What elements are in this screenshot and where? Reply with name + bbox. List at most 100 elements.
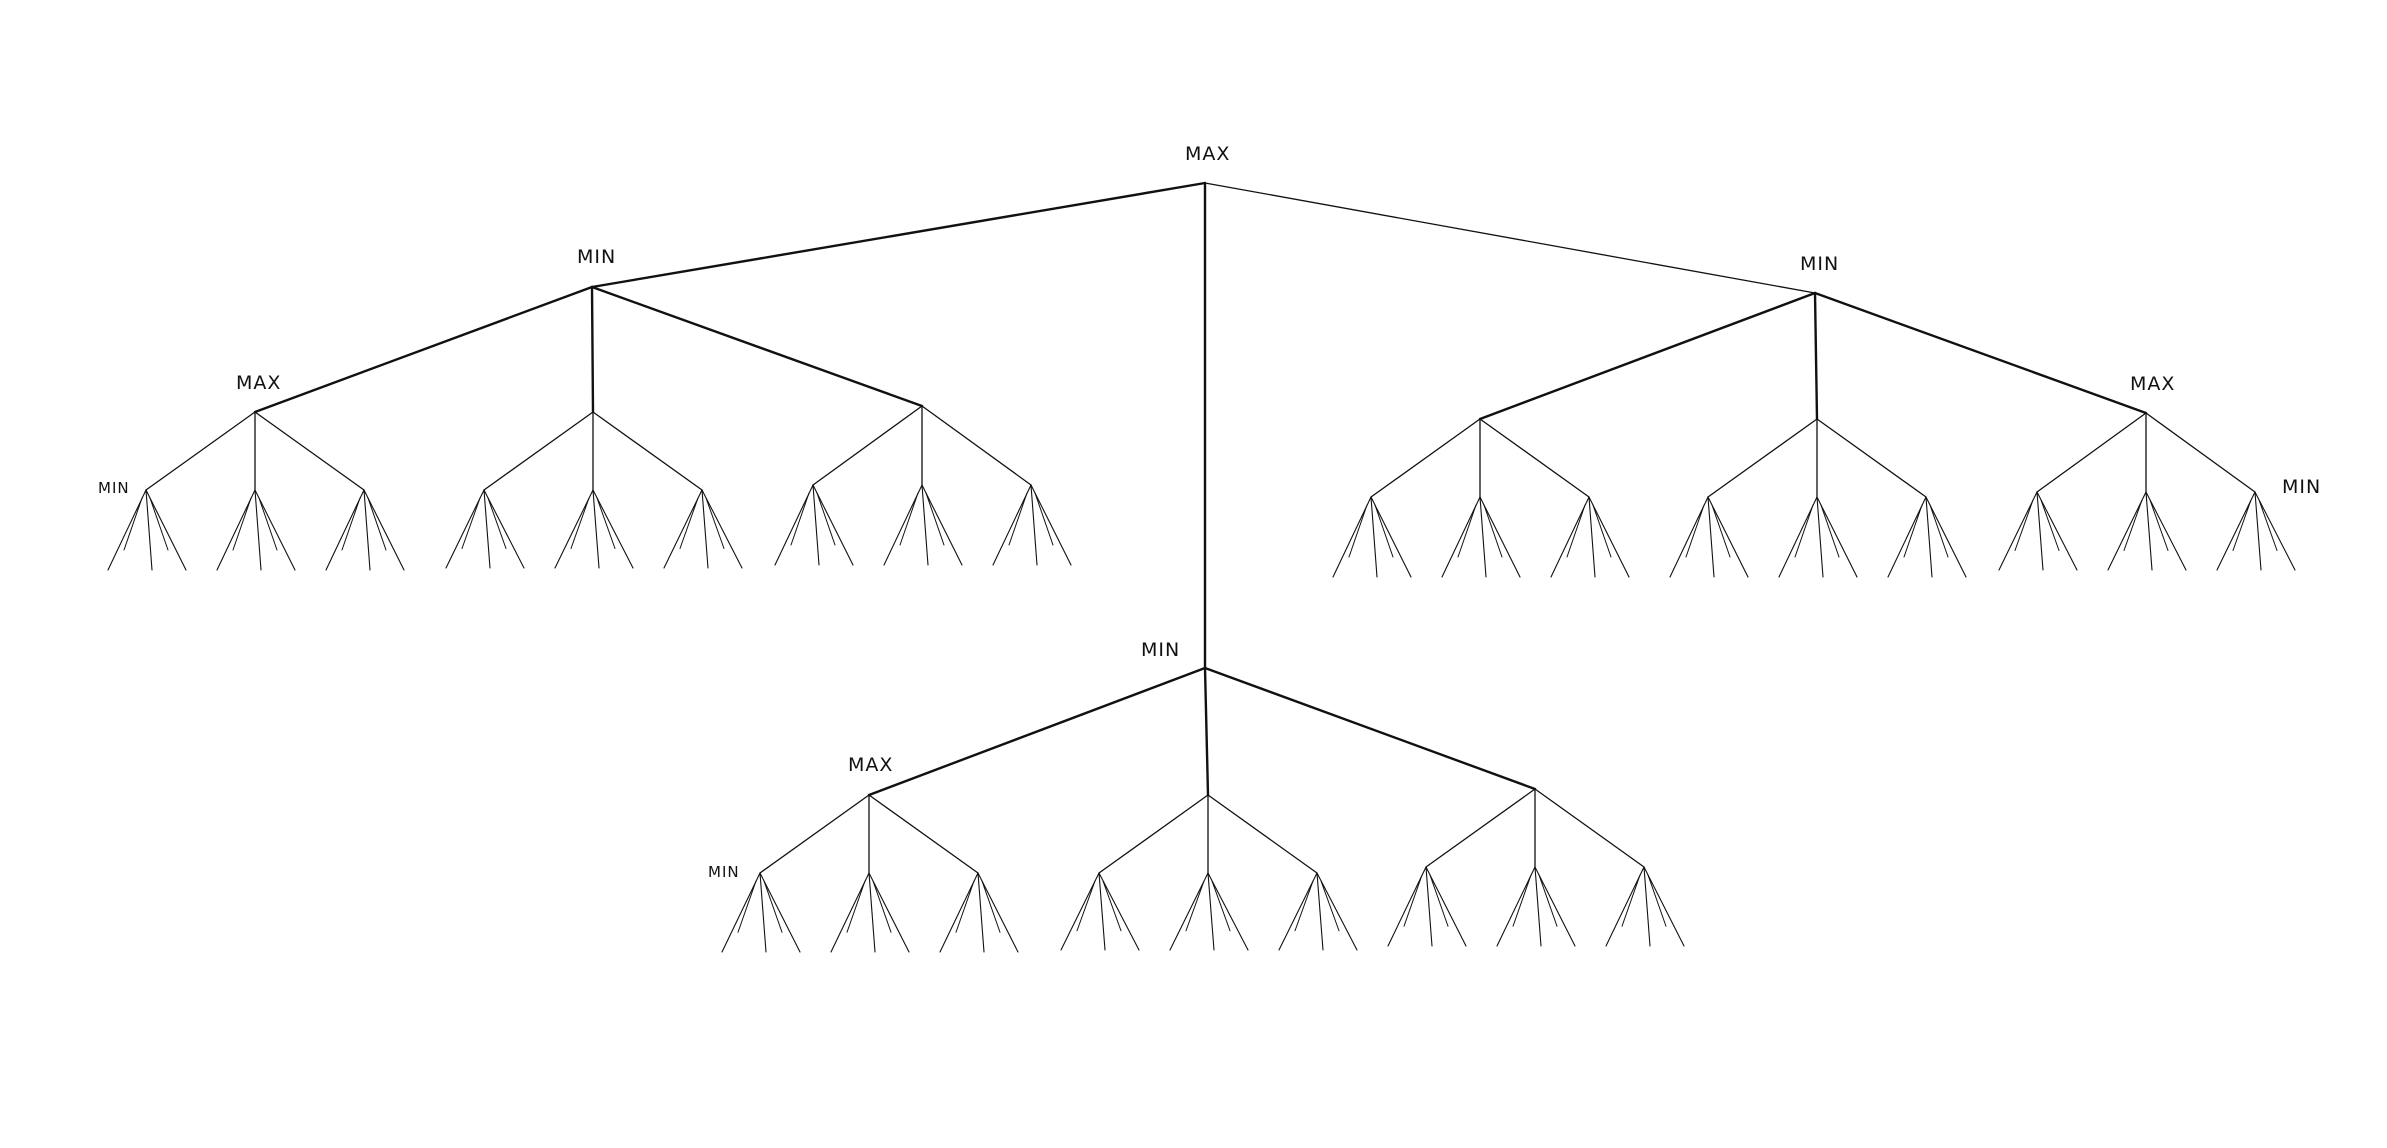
center-min-edge bbox=[1203, 666, 1537, 791]
center-min-max2-min2-leaf-edge bbox=[1207, 872, 1215, 951]
root-edge bbox=[1204, 182, 1816, 294]
center-min-max1-edge bbox=[759, 794, 870, 874]
right-min-max1-min2-leaf-edge bbox=[1479, 496, 1487, 578]
right-min-max3-min1-leaf-edge bbox=[2036, 491, 2078, 571]
right-min-max2-min1-leaf-edge bbox=[1707, 496, 1749, 578]
left-min-max2-min3-leaf-edge bbox=[705, 497, 725, 549]
right-min-max3-min1-leaf-edge bbox=[2040, 499, 2060, 551]
left-min-max2-min1-leaf-edge bbox=[445, 489, 485, 569]
left-min-max2-min2-leaf-edge bbox=[592, 489, 600, 569]
center-max-label: MAX bbox=[848, 754, 893, 776]
center-min-max3-min3-leaf-edge bbox=[1647, 874, 1667, 927]
center-min-max1-min1-leaf-edge bbox=[737, 880, 757, 933]
left-min-max2-min1-leaf-edge bbox=[461, 497, 481, 549]
right-min-max1-min1-leaf-edge bbox=[1370, 496, 1378, 578]
left-min-max3-edge bbox=[921, 405, 1032, 486]
center-min-max2-min1-leaf-edge bbox=[1102, 880, 1122, 932]
center-min-max3-min3-leaf-edge bbox=[1643, 866, 1651, 947]
center-min-max3-min3-leaf-edge bbox=[1621, 874, 1641, 927]
right-min-max2-min2-leaf-edge bbox=[1794, 504, 1814, 558]
right-min-max1-min2-leaf-edge bbox=[1483, 504, 1503, 558]
right-min-max1-min3-leaf-edge bbox=[1588, 496, 1596, 578]
right-min-max1-min1-leaf-edge bbox=[1370, 496, 1412, 578]
center-min-max1-min3-leaf-edge bbox=[981, 880, 1001, 933]
right-min-max3-min2-leaf-edge bbox=[2107, 491, 2147, 571]
right-min-max3-min3-leaf-edge bbox=[2254, 491, 2262, 571]
root-max-label: MAX bbox=[1185, 143, 1230, 165]
right-min-max2-min3-leaf-edge bbox=[1929, 504, 1949, 558]
left-min-max2-min2-leaf-edge bbox=[570, 497, 590, 549]
left-min-max3-min1-leaf-edge bbox=[790, 492, 810, 546]
center-min-max2-min3-leaf-edge bbox=[1320, 880, 1340, 932]
left-min-max1-min2-leaf-edge bbox=[258, 497, 278, 551]
left-min-max1-min3-leaf-edge bbox=[367, 497, 387, 551]
left-min-max2-edge bbox=[592, 411, 703, 491]
left-min-edge bbox=[590, 285, 924, 408]
left-min-max1-edge bbox=[145, 411, 256, 491]
right-min-max2-min1-leaf-edge bbox=[1711, 504, 1731, 558]
center-min-max2-edge bbox=[1207, 794, 1318, 874]
center-leaf-min-label: MIN bbox=[708, 863, 740, 881]
right-min-label: MIN bbox=[1800, 253, 1839, 275]
right-min-edge bbox=[1813, 291, 2148, 415]
right-min-max2-min3-leaf-edge bbox=[1925, 496, 1967, 578]
right-min-max1-min3-leaf-edge bbox=[1566, 504, 1586, 558]
right-min-max2-edge bbox=[1816, 418, 1927, 498]
left-min-max3-min2-leaf-edge bbox=[899, 492, 919, 546]
right-min-max1-min1-leaf-edge bbox=[1374, 504, 1394, 558]
center-min-max3-min1-leaf-edge bbox=[1425, 866, 1467, 947]
left-min-max2-min3-leaf-edge bbox=[679, 497, 699, 549]
right-min-max3-min2-leaf-edge bbox=[2123, 499, 2143, 551]
right-max-label: MAX bbox=[2130, 373, 2175, 395]
left-min-edge bbox=[253, 285, 594, 414]
center-min-max2-min3-leaf-edge bbox=[1278, 872, 1318, 951]
left-min-max3-min1-leaf-edge bbox=[812, 484, 854, 566]
center-min-max2-min1-leaf-edge bbox=[1098, 872, 1106, 951]
right-min-max1-min2-leaf-edge bbox=[1457, 504, 1477, 558]
right-min-max2-edge bbox=[1707, 418, 1818, 498]
left-min-max3-min2-leaf-edge bbox=[921, 484, 929, 566]
left-min-label: MIN bbox=[577, 246, 616, 268]
left-min-max2-min3-leaf-edge bbox=[701, 489, 709, 569]
right-min-max3-min1-leaf-edge bbox=[2014, 499, 2034, 551]
center-min-max2-min2-leaf-edge bbox=[1211, 880, 1231, 932]
right-min-max3-min2-leaf-edge bbox=[2149, 499, 2169, 551]
left-min-max2-min2-leaf-edge bbox=[596, 497, 616, 549]
center-min-max1-min1-leaf-edge bbox=[759, 872, 801, 953]
left-min-max2-min2-leaf-edge bbox=[592, 489, 634, 569]
center-min-max2-min3-leaf-edge bbox=[1294, 880, 1314, 932]
left-min-max3-min3-leaf-edge bbox=[1030, 484, 1072, 566]
left-min-max1-min2-leaf-edge bbox=[254, 489, 262, 571]
left-min-max3-min2-leaf-edge bbox=[925, 492, 945, 546]
right-min-max2-min3-leaf-edge bbox=[1925, 496, 1933, 578]
center-min-max1-min3-leaf-edge bbox=[955, 880, 975, 933]
center-min-max1-min1-leaf-edge bbox=[763, 880, 783, 933]
right-min-max1-min2-leaf-edge bbox=[1479, 496, 1521, 578]
right-min-max3-min3-leaf-edge bbox=[2258, 499, 2278, 551]
left-min-max1-min1-leaf-edge bbox=[145, 489, 153, 571]
right-min-max2-min2-leaf-edge bbox=[1816, 496, 1824, 578]
right-min-max3-edge bbox=[2036, 412, 2147, 493]
left-min-max1-min3-leaf-edge bbox=[363, 489, 371, 571]
right-min-max2-min3-leaf-edge bbox=[1903, 504, 1923, 558]
left-min-max1-min1-leaf-edge bbox=[145, 489, 187, 571]
left-min-max1-min1-leaf-edge bbox=[149, 497, 169, 551]
center-min-max2-min3-leaf-edge bbox=[1316, 872, 1324, 951]
right-min-max3-min3-leaf-edge bbox=[2232, 499, 2252, 551]
center-min-max3-min1-leaf-edge bbox=[1403, 874, 1423, 927]
left-min-max3-min1-leaf-edge bbox=[816, 492, 836, 546]
left-min-max1-edge bbox=[254, 411, 365, 491]
right-min-max3-edge bbox=[2145, 412, 2256, 493]
center-min-max3-min2-leaf-edge bbox=[1538, 874, 1558, 927]
center-min-max2-min1-leaf-edge bbox=[1098, 872, 1140, 951]
left-min-max2-min2-leaf-edge bbox=[554, 489, 594, 569]
tree-edges bbox=[107, 181, 2296, 953]
center-min-max2-min1-leaf-edge bbox=[1076, 880, 1096, 932]
left-min-max2-edge bbox=[483, 411, 594, 491]
center-min-max2-min2-leaf-edge bbox=[1185, 880, 1205, 932]
left-min-max1-min1-leaf-edge bbox=[123, 497, 143, 551]
left-min-max3-min3-leaf-edge bbox=[1034, 492, 1054, 546]
right-min-max2-min1-leaf-edge bbox=[1685, 504, 1705, 558]
center-min-max3-min2-leaf-edge bbox=[1512, 874, 1532, 927]
